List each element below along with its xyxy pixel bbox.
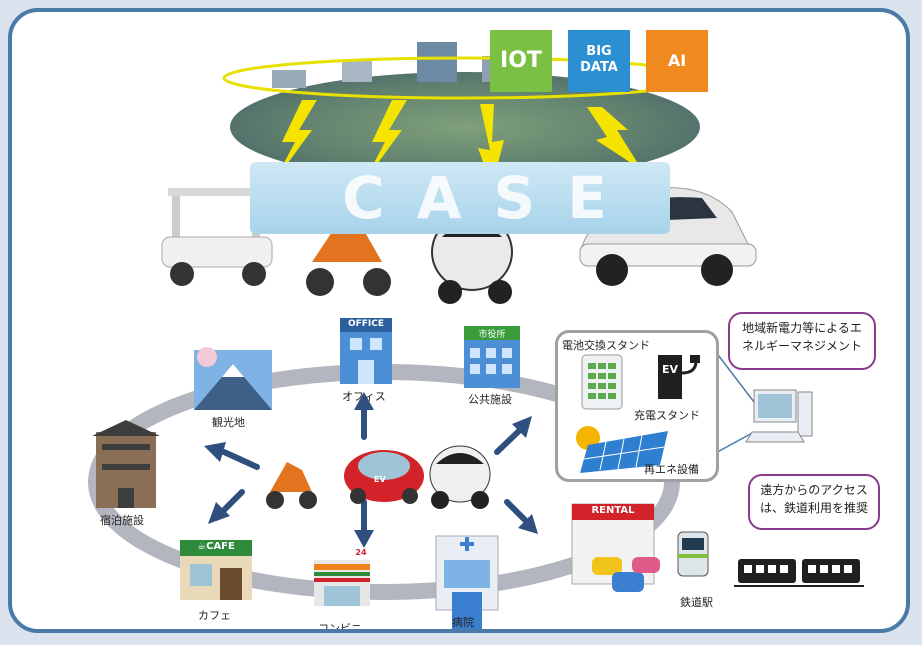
conbini-label: コンビニ bbox=[318, 622, 362, 633]
arrow-up-head bbox=[354, 392, 374, 410]
ev-badge: EV bbox=[374, 475, 386, 484]
city-building bbox=[272, 70, 306, 88]
rental-car-shop-icon bbox=[571, 503, 660, 592]
case-title: CASE bbox=[342, 164, 639, 232]
station-label: 鉄道駅 bbox=[680, 596, 713, 609]
energy-icons bbox=[576, 354, 700, 473]
cafe-label: カフェ bbox=[198, 609, 231, 622]
mount-fuji-icon bbox=[194, 347, 272, 410]
charge-sign: EV bbox=[661, 363, 679, 376]
arrow-left-up bbox=[221, 449, 260, 470]
compact-ev-icon bbox=[429, 445, 491, 509]
conbini-sign: 24 bbox=[354, 548, 368, 557]
lightning-icon bbox=[274, 100, 317, 182]
battery-swap-label: 電池交換スタンド bbox=[562, 339, 650, 352]
lightning-icon bbox=[478, 104, 504, 187]
train-icon bbox=[677, 531, 864, 587]
renewable-label: 再エネ設備 bbox=[644, 463, 699, 476]
bigdata-line1: BIG bbox=[586, 44, 612, 59]
hospital-label: 病院 bbox=[452, 616, 474, 629]
ring-road-diagram bbox=[88, 318, 864, 629]
arrow-right-up-head bbox=[512, 416, 532, 438]
computer-icon bbox=[745, 389, 813, 443]
office-label: オフィス bbox=[342, 390, 386, 403]
city-building bbox=[417, 42, 457, 82]
cafe-sign: ☕CAFE bbox=[197, 541, 235, 552]
arrow-left-down-head bbox=[208, 502, 230, 524]
lightning-icon bbox=[587, 107, 642, 170]
solar-panel-icon bbox=[576, 426, 668, 473]
arrow-left-down bbox=[219, 489, 245, 515]
lightning-icon bbox=[364, 100, 407, 182]
convenience-store-icon bbox=[314, 560, 370, 606]
ai-badge: AI bbox=[646, 30, 708, 92]
cityhall-sign: 市役所 bbox=[478, 330, 506, 340]
case-banner bbox=[250, 162, 670, 234]
rental-sign: RENTAL bbox=[591, 505, 635, 516]
arrow-left-up-head bbox=[204, 442, 226, 462]
scooter-icon bbox=[266, 462, 317, 509]
bigdata-badge: BIG DATA bbox=[568, 30, 630, 92]
diagram-frame: CASE IOT BIG DATA AI bbox=[8, 8, 910, 633]
charging-label: 充電スタンド bbox=[634, 409, 700, 422]
bigdata-line2: DATA bbox=[580, 60, 618, 75]
rail-access-bubble: 遠方からのアクセスは、鉄道利用を推奨 bbox=[748, 474, 880, 530]
iot-badge: IOT bbox=[490, 30, 552, 92]
office-building-icon bbox=[340, 318, 392, 384]
energy-management-bubble: 地域新電力等によるエネルギーマネジメント bbox=[728, 312, 876, 370]
energy-station-box: 電池交換スタンド bbox=[555, 330, 719, 482]
lodging-label: 宿泊施設 bbox=[100, 514, 144, 527]
city-hall-icon bbox=[464, 326, 520, 388]
sightseeing-label: 観光地 bbox=[212, 416, 245, 429]
connector-line bbox=[711, 346, 755, 403]
ryokan-icon bbox=[92, 420, 160, 508]
city-building bbox=[342, 60, 372, 82]
battery-station-icon bbox=[581, 354, 623, 410]
office-sign: OFFICE bbox=[347, 319, 385, 329]
charger-icon bbox=[658, 355, 700, 399]
public-facility-label: 公共施設 bbox=[468, 393, 512, 406]
cafe-shop-icon bbox=[180, 540, 252, 600]
arrows bbox=[204, 392, 538, 548]
arrow-right-up bbox=[494, 427, 523, 455]
arrow-right-down-head bbox=[518, 514, 538, 534]
hospital-icon bbox=[435, 535, 499, 629]
arrow-right-down bbox=[504, 499, 530, 525]
arrow-down-head bbox=[354, 530, 374, 548]
ev-car-icon bbox=[344, 450, 424, 504]
